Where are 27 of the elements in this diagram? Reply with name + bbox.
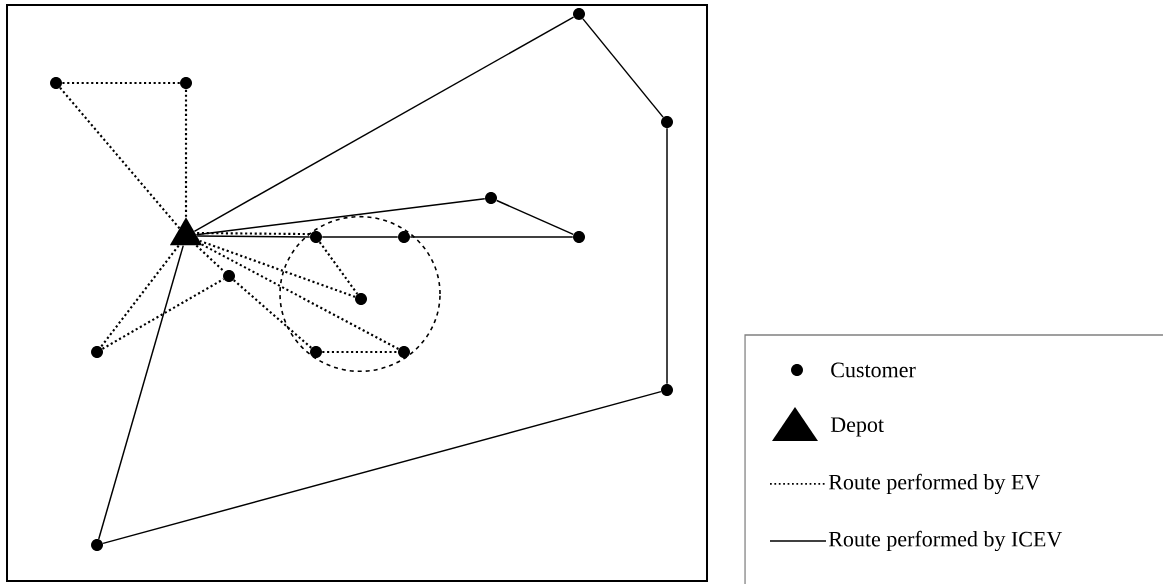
route-line [409,236,574,238]
ev-route-line [101,278,225,350]
ev-route-line [318,241,359,295]
route-line [321,236,399,238]
ev-route-line [62,81,180,85]
route-line [98,244,184,540]
ev-route-line [197,232,310,236]
route-line [193,16,575,232]
ev-route-line [195,244,226,273]
ev-route-line [59,87,181,229]
ev-route-line [184,89,188,217]
route-line [582,18,664,118]
route-line [496,199,574,236]
ev-route-line [233,279,312,349]
legend-label: Depot [830,417,884,437]
ev-route-line [201,243,399,350]
legend-label: Route performed by EV [828,473,1041,495]
route-line [666,127,668,385]
ev-route-line [199,240,356,298]
legend-label: Customer [831,362,916,378]
route-line [196,235,311,238]
ev-route-line [322,350,398,354]
route-line [195,198,486,236]
depot-triangle [169,217,203,246]
route-line [102,390,662,545]
ev-route-line [99,244,180,348]
legend-label: Route performed by ICEV [828,530,1063,552]
